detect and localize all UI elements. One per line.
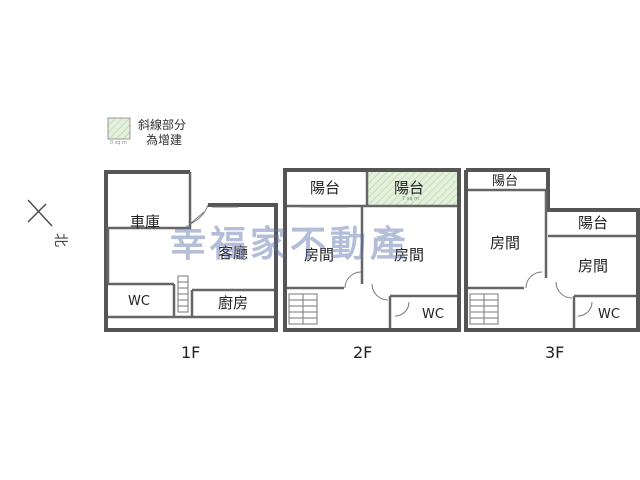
floor-1f-plan: 車庫 客廳 WC 廚房 1F	[104, 170, 278, 362]
north-compass: 北	[27, 199, 68, 247]
compass-crossbar	[27, 203, 47, 223]
room-3f-balcony-top: 陽台	[492, 174, 518, 189]
floor-2f-door-right	[371, 283, 389, 301]
floor-2f-outer-wall	[283, 168, 461, 332]
floor-1f-label: 1F	[181, 343, 200, 362]
floor-2f-door-left	[344, 271, 362, 289]
compass-needle	[27, 199, 53, 227]
floor-1f-garage-wall	[106, 172, 192, 283]
room-2f-balcony-note: 7 sq m	[402, 196, 419, 202]
floor-3f-outer-wall	[464, 168, 640, 332]
compass-label: 北	[52, 233, 68, 247]
room-3f-balcony-right: 陽台	[578, 214, 608, 232]
addition-swatch	[107, 117, 131, 140]
room-1f-living: 客廳	[218, 244, 248, 262]
floor-2f-label: 2F	[353, 343, 372, 362]
room-2f-balcony-left: 陽台	[310, 179, 340, 197]
room-3f-room-right: 房間	[578, 257, 608, 275]
floor-2f-door-wc	[394, 301, 410, 317]
legend-line-1: 斜線部分	[138, 117, 186, 132]
floor-2f-addition-hatch	[367, 172, 457, 205]
legend: 0 sq m 斜線部分 為增建	[107, 117, 186, 147]
room-2f-wc: WC	[422, 307, 444, 322]
room-2f-balcony-right: 陽台	[394, 179, 424, 197]
floor-1f-outer-wall	[104, 170, 278, 332]
room-2f-room-left: 房間	[304, 246, 334, 264]
room-1f-garage: 車庫	[130, 213, 160, 231]
floor-2f-stairs	[288, 293, 318, 325]
legend-line-2: 為增建	[146, 133, 182, 147]
room-3f-wc: WC	[598, 307, 620, 322]
room-1f-wc: WC	[128, 294, 150, 309]
floor-3f-plan: 陽台 房間 陽台 房間 WC 3F	[464, 168, 640, 362]
floor-3f-door-right	[555, 281, 573, 299]
floor-2f-plan: 陽台 陽台 7 sq m 房間 房間 WC 2F	[283, 168, 461, 362]
floor-1f-stairs	[177, 275, 189, 313]
room-3f-room-left: 房間	[490, 234, 520, 252]
floor-1f-door-leaf	[189, 211, 205, 225]
floor-3f-label: 3F	[545, 343, 564, 362]
floor-3f-stairs	[469, 293, 499, 325]
floor-3f-door-left	[525, 271, 543, 289]
room-2f-room-right: 房間	[394, 246, 424, 264]
room-1f-kitchen: 廚房	[218, 294, 248, 312]
watermark-text: 幸福家不動產	[170, 223, 410, 265]
legend-swatch-note: 0 sq m	[110, 140, 127, 146]
floor-3f-door-wc	[577, 301, 593, 317]
